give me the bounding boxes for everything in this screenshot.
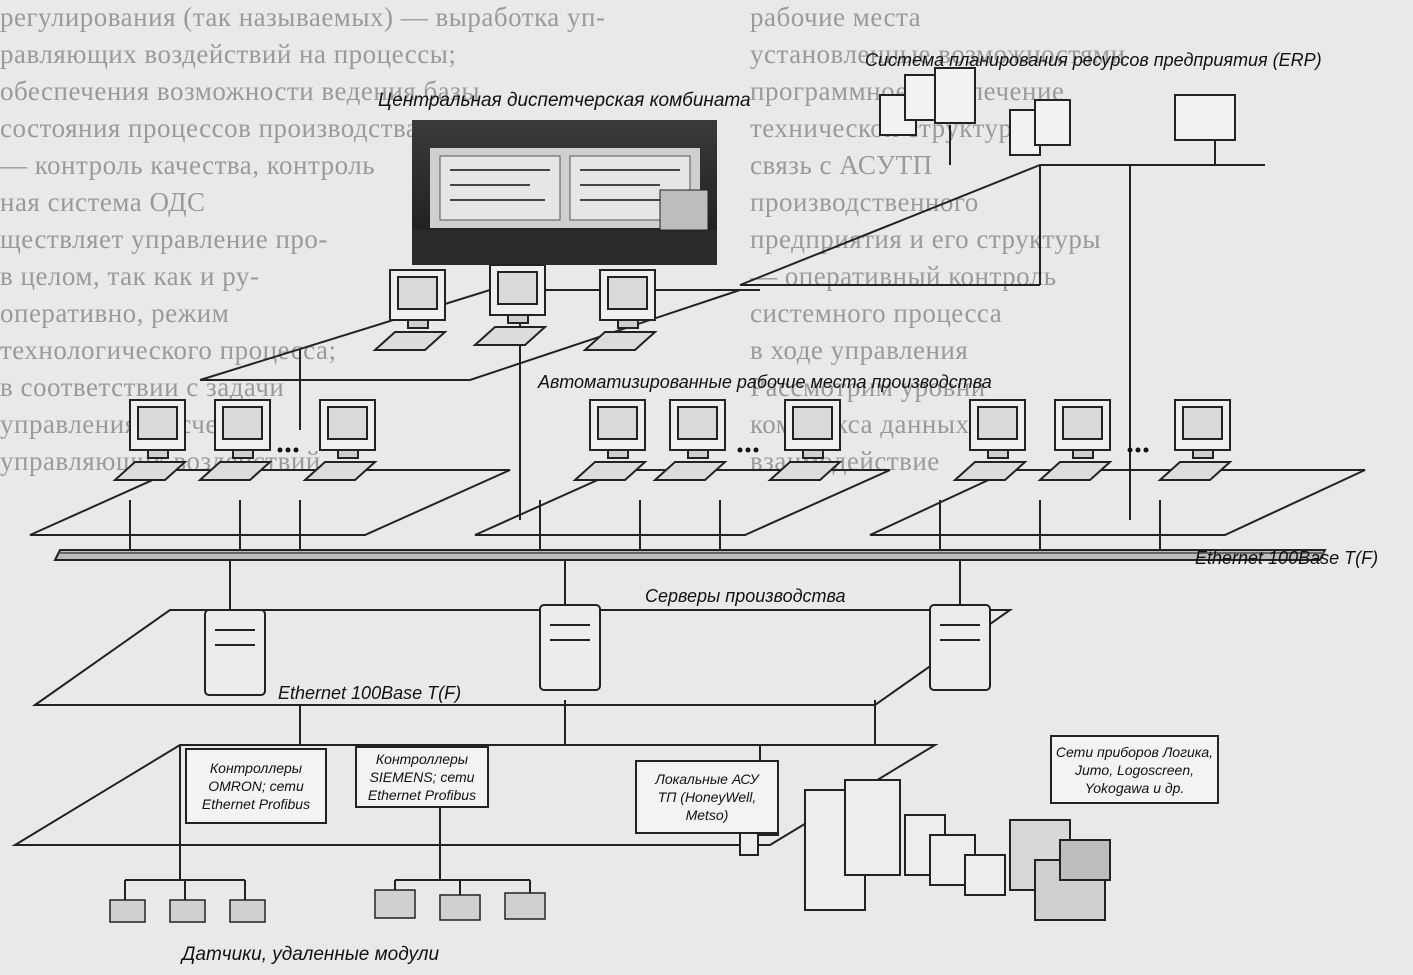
box-local-line-2: ТП (HoneyWell, (657, 789, 757, 805)
background-text-line: ная система ОДС (0, 187, 206, 217)
background-text-line: регулирования (так называемых) — выработ… (0, 2, 606, 32)
workstation-computer-icon (1037, 399, 1113, 481)
box-devices-line-1: Сети приборов Логика, (1055, 743, 1214, 760)
box-siemens-line-1: Контроллеры (375, 751, 469, 767)
workstation-computer-icon (372, 269, 448, 351)
ethernet-bus-top (53, 549, 1327, 561)
background-text-line: в соответствии с задачи (0, 372, 285, 402)
field-device-cluster (739, 779, 1111, 921)
ethernet-top-label: Ethernet 100Base T(F) (1195, 548, 1379, 568)
ellipsis-dot (1127, 447, 1133, 453)
workstation-computer-icon (767, 399, 843, 481)
background-text-line: Рассмотрим уровни (750, 372, 986, 402)
background-text-line: производственного (750, 187, 979, 217)
workstation-computer-icon (582, 269, 658, 351)
dispatch-photo (412, 120, 717, 265)
background-text-line: ществляет управление про- (0, 224, 328, 254)
ellipsis-dot (285, 447, 291, 453)
box-local-line-3: Metso) (685, 807, 729, 823)
background-text-line: обеспечения возможности ведения базы (0, 76, 480, 106)
erp-computer-cluster (879, 67, 1236, 156)
box-siemens-line-3: Ethernet Profibus (367, 787, 477, 803)
background-text-line: управления; расчет (0, 409, 231, 439)
workstation-computer-icon (952, 399, 1028, 481)
background-text-line: системного процесса (750, 298, 1003, 328)
box-siemens: Контроллеры SIEMENS; сети Ethernet Profi… (355, 746, 489, 808)
box-devices-line-2: Jumo, Logoscreen, (1074, 761, 1195, 778)
workstation-computer-icon (1157, 399, 1233, 481)
dispatch-label: Центральная диспетчерская комбината (378, 90, 751, 111)
ethernet-mid-label: Ethernet 100Base T(F) (278, 683, 462, 703)
background-text-line: установленные возможностями (750, 39, 1126, 69)
background-text-line: — контроль качества, контроль (0, 150, 376, 180)
workstation-network-links (29, 469, 1366, 550)
workstation-computer-icon (572, 399, 648, 481)
box-local-line-1: Локальные АСУ (655, 771, 759, 787)
background-text-line: равляющих воздействий на процессы; (0, 39, 457, 69)
ellipsis-dot (277, 447, 283, 453)
ellipsis-dot (737, 447, 743, 453)
workstation-computer-icon (472, 264, 548, 346)
box-omron-line-3: Ethernet Profibus (201, 796, 311, 812)
box-local-asu: Локальные АСУ ТП (HoneyWell, Metso) (635, 760, 779, 834)
remote-modules (109, 889, 546, 923)
box-omron-line-1: Контроллеры (209, 760, 303, 776)
background-text-line: технологического процесса; (0, 335, 337, 365)
server-towers (204, 604, 991, 696)
background-text-line: в целом, так как и ру- (0, 261, 260, 291)
box-device-networks: Сети приборов Логика, Jumo, Logoscreen, … (1050, 735, 1219, 804)
box-omron-line-2: OMRON; сети (208, 778, 304, 794)
box-siemens-line-2: SIEMENS; сети (369, 769, 475, 785)
erp-network-links (739, 125, 1265, 520)
background-text-line: в ходе управления (750, 335, 969, 365)
ellipsis-dot (293, 447, 299, 453)
servers-label: Серверы производства (645, 586, 846, 606)
background-text-line: состояния процессов производства; (0, 113, 427, 143)
background-text-line: рабочие места (750, 2, 922, 32)
background-text-line: предприятия и его структуры (750, 224, 1101, 254)
ellipsis-dot (753, 447, 759, 453)
ellipsis-dot (1135, 447, 1141, 453)
ellipsis-dot (1143, 447, 1149, 453)
erp-label: Система планирования ресурсов предприяти… (865, 50, 1322, 70)
box-omron: Контроллеры OMRON; сети Ethernet Profibu… (185, 748, 327, 824)
ellipsis-dot (745, 447, 751, 453)
workstations-label: Автоматизированные рабочие места произво… (538, 372, 992, 392)
workstation-computer-icon (112, 399, 188, 481)
box-devices-line-3: Yokogawa и др. (1084, 779, 1185, 796)
workstation-computer-icon (302, 399, 378, 481)
sensors-label: Датчики, удаленные модули (182, 944, 440, 965)
workstation-computer-icon (197, 399, 273, 481)
workstation-computer-icon (652, 399, 728, 481)
background-text-line: связь с АСУТП (750, 150, 933, 180)
background-text-line: оперативно, режим (0, 298, 230, 328)
